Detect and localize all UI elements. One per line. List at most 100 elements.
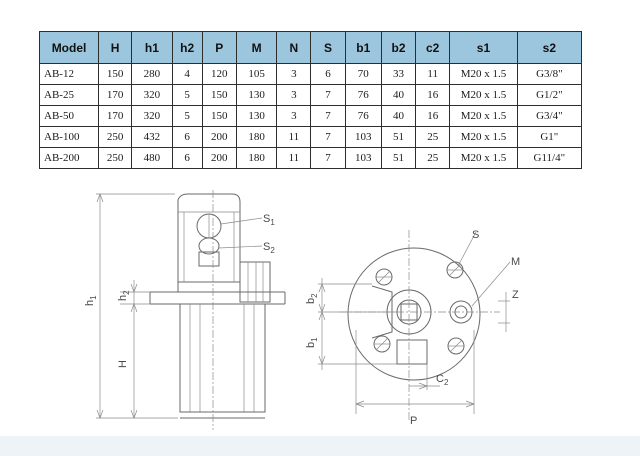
label-Z: Z <box>512 289 519 301</box>
header-s2: s2 <box>516 31 583 64</box>
cell-M: 105 <box>235 63 278 85</box>
cell-H: 250 <box>98 126 133 148</box>
cell-P: 150 <box>201 84 237 106</box>
label-b2: b2 <box>305 293 319 304</box>
table-row: AB-12 150 280 4 120 105 3 6 70 33 11 M20… <box>38 63 583 85</box>
cell-s1: M20 x 1.5 <box>449 147 518 169</box>
label-b1: b1 <box>305 337 319 348</box>
lower-boss <box>396 339 428 365</box>
cell-S: 6 <box>310 63 346 85</box>
cell-h1: 280 <box>131 63 173 85</box>
header-h2: h2 <box>171 31 203 64</box>
cell-P: 120 <box>201 63 237 85</box>
cell-s2: G3/8" <box>516 63 583 85</box>
cell-b2: 33 <box>380 63 417 85</box>
cell-H: 170 <box>98 105 133 127</box>
cell-N: 11 <box>276 147 312 169</box>
cell-S: 7 <box>310 84 346 106</box>
label-h1: h1 <box>84 295 98 306</box>
bolt-hole <box>375 268 393 286</box>
cell-c2: 25 <box>415 147 451 169</box>
cell-s1: M20 x 1.5 <box>449 126 518 148</box>
cell-b1: 76 <box>344 105 382 127</box>
cell-h2: 6 <box>171 147 203 169</box>
cell-c2: 16 <box>415 84 451 106</box>
label-P: P <box>410 415 417 427</box>
cell-c2: 11 <box>415 63 451 85</box>
cell-M: 180 <box>235 147 278 169</box>
cell-s1: M20 x 1.5 <box>449 105 518 127</box>
cell-b1: 103 <box>344 126 382 148</box>
cell-P: 150 <box>201 105 237 127</box>
header-P: P <box>201 31 237 64</box>
cell-b1: 76 <box>344 84 382 106</box>
cell-H: 250 <box>98 147 133 169</box>
bolt-hole <box>446 261 464 279</box>
header-M: M <box>235 31 278 64</box>
table-row: AB-100 250 432 6 200 180 11 7 103 51 25 … <box>38 126 583 148</box>
label-H: H <box>117 360 129 368</box>
header-model: Model <box>38 31 100 64</box>
table-row: AB-25 170 320 5 150 130 3 7 76 40 16 M20… <box>38 84 583 106</box>
cell-h1: 480 <box>131 147 173 169</box>
cell-b2: 40 <box>380 105 417 127</box>
label-c2: C2 <box>436 373 449 387</box>
header-s1: s1 <box>449 31 518 64</box>
cell-P: 200 <box>201 126 237 148</box>
flange-circle <box>347 247 481 381</box>
cell-b1: 103 <box>344 147 382 169</box>
cell-N: 3 <box>276 105 312 127</box>
top-view: S M Z b2 b1 C2 P <box>305 229 520 427</box>
cell-s2: G3/4" <box>516 105 583 127</box>
cell-b2: 51 <box>380 126 417 148</box>
cell-b2: 40 <box>380 84 417 106</box>
cell-model: AB-100 <box>38 126 100 148</box>
header-h1: h1 <box>131 31 173 64</box>
cell-model: AB-50 <box>38 105 100 127</box>
cell-s2: G1/2" <box>516 84 583 106</box>
bottom-band <box>0 436 640 456</box>
cell-N: 11 <box>276 126 312 148</box>
cell-h1: 432 <box>131 126 173 148</box>
cell-b1: 70 <box>344 63 382 85</box>
terminal-box <box>239 261 271 303</box>
cell-s2: G11/4" <box>516 147 583 169</box>
cell-H: 150 <box>98 63 133 85</box>
header-H: H <box>98 31 133 64</box>
cell-h2: 5 <box>171 105 203 127</box>
pump-drawing: h1 h2 H S1 S2 <box>84 190 520 430</box>
header-c2: c2 <box>415 31 451 64</box>
cell-N: 3 <box>276 63 312 85</box>
bolt-hole <box>373 335 391 353</box>
header-b2: b2 <box>380 31 417 64</box>
table-row: AB-200 250 480 6 200 180 11 7 103 51 25 … <box>38 147 583 169</box>
cell-s1: M20 x 1.5 <box>449 84 518 106</box>
cell-S: 7 <box>310 147 346 169</box>
side-view: h1 h2 H S1 S2 <box>84 190 286 430</box>
header-S: S <box>310 31 346 64</box>
header-b1: b1 <box>344 31 382 64</box>
cell-M: 180 <box>235 126 278 148</box>
cell-S: 7 <box>310 105 346 127</box>
fitting-s2 <box>198 237 220 255</box>
cell-S: 7 <box>310 126 346 148</box>
label-s2: S2 <box>263 241 275 255</box>
cell-h1: 320 <box>131 105 173 127</box>
cell-P: 200 <box>201 147 237 169</box>
cell-h2: 5 <box>171 84 203 106</box>
cell-c2: 16 <box>415 105 451 127</box>
cell-model: AB-200 <box>38 147 100 169</box>
bolt-hole <box>447 337 465 355</box>
cell-model: AB-12 <box>38 63 100 85</box>
cell-M: 130 <box>235 105 278 127</box>
header-N: N <box>276 31 312 64</box>
cell-N: 3 <box>276 84 312 106</box>
cell-M: 130 <box>235 84 278 106</box>
label-M: M <box>511 256 520 268</box>
table-row: AB-50 170 320 5 150 130 3 7 76 40 16 M20… <box>38 105 583 127</box>
cell-h1: 320 <box>131 84 173 106</box>
cell-s2: G1" <box>516 126 583 148</box>
cell-c2: 25 <box>415 126 451 148</box>
cell-s1: M20 x 1.5 <box>449 63 518 85</box>
cell-model: AB-25 <box>38 84 100 106</box>
